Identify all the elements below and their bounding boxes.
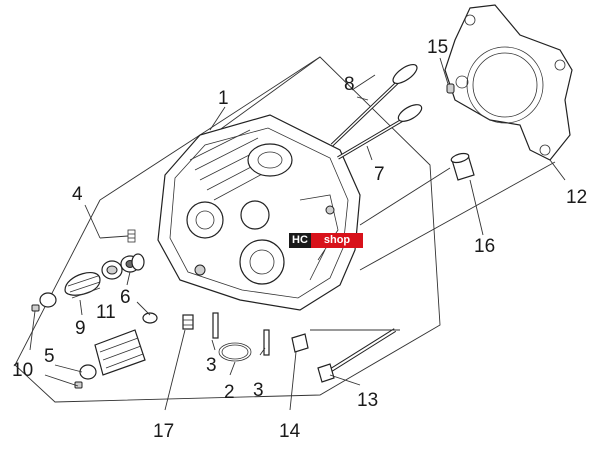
callout-13: 13	[357, 390, 378, 411]
o-ring-2	[218, 342, 252, 362]
callout-8: 8	[344, 74, 355, 95]
callout-16: 16	[474, 236, 495, 257]
callout-4: 4	[72, 184, 83, 205]
bolt-13	[317, 328, 397, 383]
callout-5: 5	[44, 346, 55, 367]
callout-2: 2	[224, 382, 235, 403]
callout-15: 15	[427, 37, 448, 58]
studs-3	[212, 312, 270, 356]
part-4	[127, 229, 136, 243]
callout-12: 12	[566, 187, 587, 208]
callout-14: 14	[279, 421, 301, 442]
sleeve-17	[182, 314, 194, 330]
callout-7: 7	[374, 164, 385, 185]
bushing-16	[450, 152, 475, 181]
callout-1: 1	[218, 88, 229, 109]
keepers-10	[31, 304, 83, 389]
callout-3b: 3	[253, 380, 264, 401]
watermark-prefix: HC	[289, 233, 311, 248]
callout-10: 10	[12, 360, 33, 381]
pin-15	[446, 83, 455, 94]
fitting-14	[291, 333, 309, 353]
watermark-suffix: shop	[311, 233, 363, 248]
callout-17: 17	[153, 421, 174, 442]
cylinder-head	[157, 114, 361, 311]
group-outline	[14, 56, 441, 403]
spring-9-upper	[39, 271, 101, 308]
seat-11	[101, 253, 145, 280]
spring-9-lower	[79, 329, 146, 380]
valve-7	[337, 104, 423, 160]
callout-11: 11	[96, 302, 116, 323]
watermark-logo: HC shop	[289, 233, 363, 248]
leader-lines	[29, 57, 566, 411]
callout-6: 6	[120, 287, 131, 308]
callout-3a: 3	[206, 355, 217, 376]
callout-9: 9	[75, 318, 86, 339]
valve-8	[330, 63, 418, 147]
head-gasket	[444, 4, 573, 161]
retainer-5	[142, 312, 158, 324]
